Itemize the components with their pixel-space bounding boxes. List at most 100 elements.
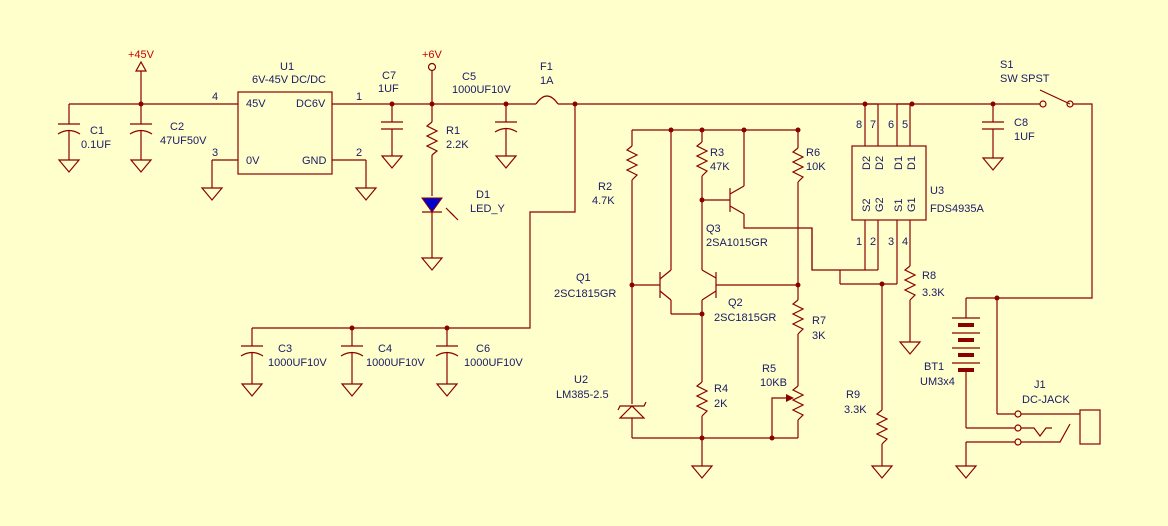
u3-pin-5: 5 — [902, 119, 908, 131]
capacitor-c8 — [982, 104, 1004, 158]
resistor-r2 — [625, 130, 639, 285]
battery-bt1 — [952, 297, 997, 428]
r7-value: 3K — [812, 330, 826, 342]
u3-ref: U3 — [930, 185, 944, 197]
resistor-r9 — [875, 284, 889, 466]
c3-ref: C3 — [278, 343, 292, 355]
q2-value: 2SC1815GR — [714, 312, 776, 324]
u1-pin-4: 4 — [212, 91, 218, 103]
u3-label-s1: S1 — [893, 199, 905, 212]
s1-ref: S1 — [1000, 59, 1013, 71]
r3-value: 47K — [710, 161, 730, 173]
transistor-q2 — [701, 200, 798, 314]
r7-ref: R7 — [812, 315, 826, 327]
ground-symbol — [981, 157, 1005, 171]
u1-pin-2: 2 — [356, 147, 362, 159]
switch-s1 — [997, 89, 1093, 299]
ground-symbol — [200, 187, 224, 201]
q3-value: 2SA1015GR — [706, 237, 768, 249]
resistor-r8 — [903, 245, 917, 342]
transistor-q1 — [632, 130, 672, 314]
r4-ref: R4 — [714, 383, 728, 395]
ground-symbol — [354, 187, 378, 201]
ground-symbol — [494, 155, 518, 169]
r1-value: 2.2K — [446, 139, 469, 151]
r8-value: 3.3K — [922, 287, 945, 299]
u3-label-d2b: D2 — [874, 156, 886, 170]
potentiometer-r5 — [771, 385, 805, 438]
c7-ref: C7 — [382, 70, 396, 82]
ground-symbol — [420, 257, 444, 271]
u3-label-g1: G1 — [906, 197, 918, 212]
mosfet-u3 — [851, 103, 927, 270]
d1-ref: D1 — [476, 189, 490, 201]
d1-value: LED_Y — [470, 203, 506, 215]
c4-value: 1000UF10V — [366, 357, 425, 369]
ground-symbol — [340, 383, 364, 397]
resistor-r7 — [791, 285, 805, 386]
j1-value: DC-JACK — [1022, 394, 1070, 406]
ground-symbol — [57, 159, 81, 173]
r8-ref: R8 — [922, 270, 936, 282]
power-45v-symbol — [134, 60, 148, 104]
ground-symbol — [898, 341, 922, 355]
r2-value: 4.7K — [592, 195, 615, 207]
capacitor-c3 — [240, 328, 264, 384]
f1-value: 1A — [540, 75, 554, 87]
capacitor-c4 — [340, 328, 364, 384]
dcdc-converter-u1 — [237, 91, 333, 175]
c1-ref: C1 — [90, 125, 104, 137]
ground-symbol — [240, 383, 264, 397]
capacitor-c7 — [381, 104, 403, 156]
resistor-r3 — [695, 130, 709, 200]
c6-value: 1000UF10V — [464, 357, 523, 369]
capacitor-c6 — [435, 328, 459, 384]
power-6v-symbol — [427, 62, 437, 104]
r9-ref: R9 — [846, 389, 860, 401]
bt1-value: UM3x4 — [920, 376, 955, 388]
r4-value: 2K — [714, 398, 728, 410]
r5-ref: R5 — [762, 363, 776, 375]
dc-jack-j1 — [965, 298, 1101, 466]
u1-name: 6V-45V DC/DC — [252, 74, 326, 86]
ground-symbol — [380, 155, 404, 169]
r6-ref: R6 — [806, 147, 820, 159]
u3-label-d1a: D1 — [893, 156, 905, 170]
ground-symbol — [870, 465, 894, 479]
q1-ref: Q1 — [576, 272, 591, 284]
power-45v-label: +45V — [128, 49, 155, 61]
u3-pin-2: 2 — [870, 236, 876, 248]
u3-pin-7: 7 — [870, 119, 876, 131]
u3-label-d1b: D1 — [906, 156, 918, 170]
q1-value: 2SC1815GR — [554, 288, 616, 300]
c2-ref: C2 — [170, 121, 184, 133]
u3-label-d2a: D2 — [861, 156, 873, 170]
u1-pin-45v: 45V — [246, 98, 266, 110]
u3-label-g2: G2 — [874, 197, 886, 212]
r1-ref: R1 — [446, 125, 460, 137]
u1-pin-3: 3 — [212, 147, 218, 159]
u1-pin-1: 1 — [356, 91, 362, 103]
bt1-ref: BT1 — [924, 361, 944, 373]
c8-value: 1UF — [1014, 131, 1035, 143]
resistor-r1 — [425, 104, 439, 196]
ground-symbol — [435, 383, 459, 397]
r9-value: 3.3K — [844, 404, 867, 416]
c8-ref: C8 — [1014, 117, 1028, 129]
capacitor-c1 — [57, 104, 81, 160]
c4-ref: C4 — [378, 343, 392, 355]
u3-internal-labels: D2 D2 D1 D1 S2 G2 S1 G1 — [861, 156, 918, 212]
c2-value: 47UF50V — [160, 135, 207, 147]
c1-value: 0.1UF — [81, 139, 111, 151]
q3-ref: Q3 — [706, 223, 721, 235]
j1-ref: J1 — [1034, 379, 1046, 391]
c7-value: 1UF — [378, 83, 399, 95]
capacitor-c2 — [129, 104, 153, 160]
s1-value: SW SPST — [1000, 73, 1050, 85]
u3-pin-6: 6 — [888, 119, 894, 131]
resistor-r6 — [791, 130, 805, 285]
ground-symbol — [954, 465, 978, 479]
c5-ref: C5 — [462, 71, 476, 83]
capacitor-c5 — [494, 104, 518, 156]
